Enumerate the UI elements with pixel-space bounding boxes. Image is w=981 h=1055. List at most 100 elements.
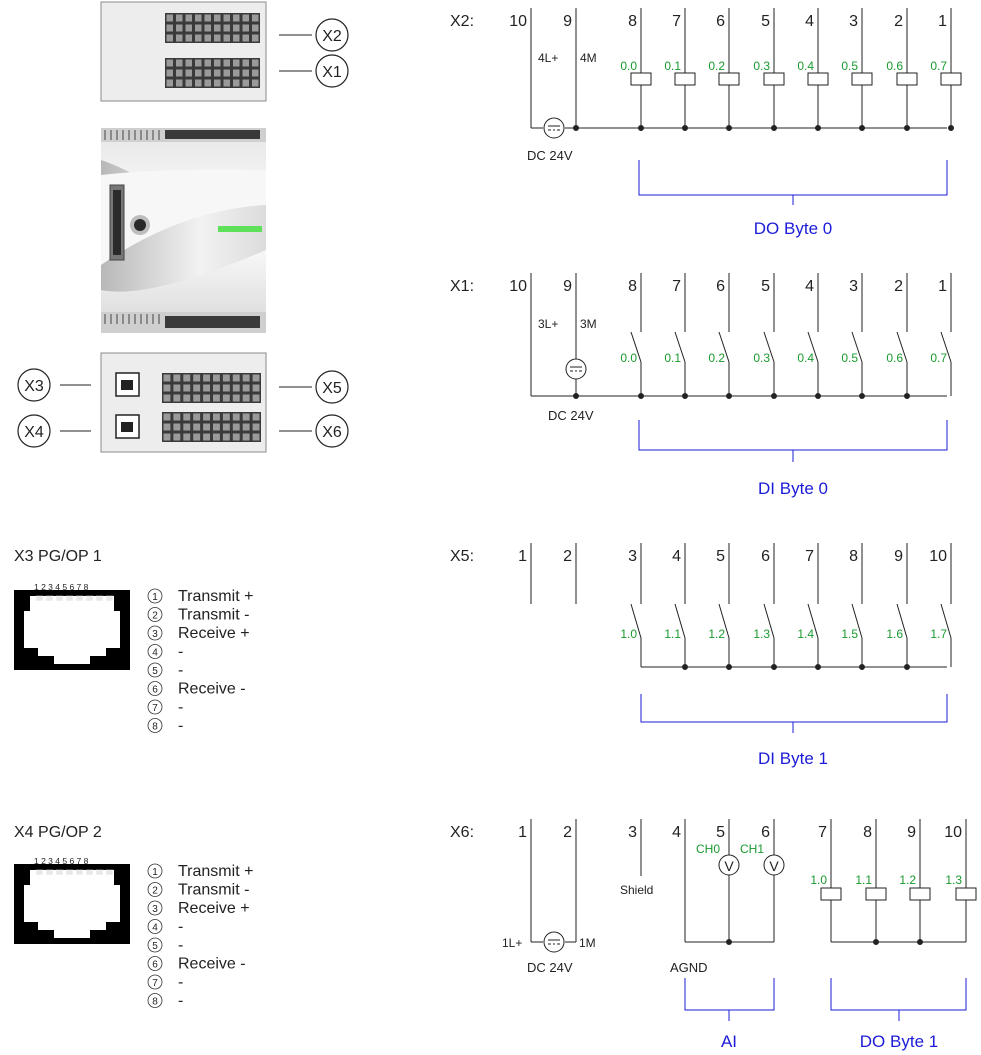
junction-dot bbox=[638, 125, 644, 131]
pin-label: Receive - bbox=[178, 681, 246, 698]
terminal-slot bbox=[252, 79, 259, 87]
terminal-slot bbox=[233, 69, 240, 77]
terminal-slot bbox=[252, 413, 260, 421]
pin-number-badge bbox=[147, 662, 163, 678]
terminal-slot bbox=[203, 413, 210, 421]
output-channel: 0.4 bbox=[797, 11, 829, 131]
junction-dot bbox=[682, 393, 688, 399]
terminal-slot bbox=[242, 59, 249, 67]
terminal-slot bbox=[185, 24, 192, 32]
terminal-slot bbox=[166, 69, 173, 77]
pin-number-badge bbox=[147, 882, 163, 897]
terminal-slot bbox=[232, 384, 240, 392]
channel-address: 1.1 bbox=[855, 873, 872, 887]
terminal-slot bbox=[242, 24, 249, 32]
load-icon bbox=[820, 887, 842, 901]
contact-slot bbox=[105, 595, 114, 602]
terminal-slot bbox=[223, 34, 230, 42]
vent-slot bbox=[116, 314, 118, 324]
terminal-slot bbox=[252, 59, 259, 67]
connector-label: X6: bbox=[450, 824, 474, 841]
input-channel: 1.5 bbox=[841, 547, 865, 670]
switch-contact bbox=[630, 603, 642, 639]
input-channel: 0.5 bbox=[841, 278, 865, 399]
junction-dot bbox=[904, 125, 910, 131]
vent-slot bbox=[152, 314, 154, 324]
pin-number: 4 bbox=[152, 648, 158, 659]
switch-contact bbox=[940, 603, 952, 639]
pin-row: 6 Receive - bbox=[147, 681, 246, 698]
terminal-slot bbox=[163, 384, 171, 392]
pin-number-badge bbox=[147, 625, 163, 641]
pin-label: Receive + bbox=[178, 900, 250, 917]
analog-group-label: AI bbox=[721, 1032, 737, 1051]
load-icon bbox=[896, 72, 918, 86]
vent-slot bbox=[140, 314, 142, 324]
pin-number: 2 bbox=[152, 886, 158, 897]
load-icon bbox=[909, 887, 931, 901]
terminal-slot bbox=[252, 14, 259, 22]
terminal-slot bbox=[176, 34, 183, 42]
channel-address: 0.7 bbox=[930, 59, 947, 73]
terminal-slot bbox=[214, 79, 221, 87]
terminal-slot bbox=[183, 423, 191, 431]
junction-dot bbox=[948, 125, 954, 131]
terminal-slot bbox=[204, 24, 211, 32]
terminal-slot bbox=[213, 413, 220, 421]
terminal-slot bbox=[193, 374, 201, 382]
terminal-slot bbox=[204, 59, 211, 67]
terminal-slot bbox=[242, 413, 250, 421]
svg-text:V: V bbox=[724, 858, 734, 874]
terminal-slot bbox=[173, 384, 181, 392]
pin-number: 5 bbox=[716, 824, 725, 841]
pin-label: - bbox=[178, 993, 183, 1010]
pin-number: 4 bbox=[672, 824, 681, 841]
output-channel: 0.2 bbox=[708, 11, 740, 131]
contact-slot bbox=[45, 595, 54, 602]
pin-number: 6 bbox=[716, 278, 725, 295]
pin-number-badge bbox=[147, 644, 163, 659]
junction-dot bbox=[638, 393, 644, 399]
pin-number: 10 bbox=[929, 548, 947, 565]
terminal-slot bbox=[195, 59, 202, 67]
pin-number-badge bbox=[147, 993, 163, 1008]
pin-number: 4 bbox=[152, 923, 158, 934]
terminal-slot bbox=[163, 413, 171, 421]
terminal-slot bbox=[173, 433, 181, 441]
switch-contact bbox=[807, 331, 819, 363]
switch-contact bbox=[940, 331, 952, 363]
switch-contact bbox=[674, 603, 686, 639]
output-channel: 0.5 bbox=[841, 11, 873, 131]
pin-number: 6 bbox=[152, 960, 158, 971]
pin-number: 8 bbox=[628, 13, 637, 30]
junction-dot bbox=[859, 393, 865, 399]
switch-contact bbox=[718, 331, 730, 363]
junction-dot bbox=[873, 939, 879, 945]
terminal-slot bbox=[242, 14, 249, 22]
terminal-slot bbox=[183, 384, 191, 392]
terminal-slot bbox=[232, 413, 240, 421]
terminal-slot bbox=[252, 374, 260, 382]
dc-supply-icon bbox=[565, 358, 587, 380]
pin-number: 4 bbox=[805, 278, 814, 295]
pin-number-badge bbox=[147, 699, 163, 715]
terminal-slot bbox=[232, 374, 240, 382]
callout-x3: X3 bbox=[17, 368, 51, 402]
callout-x1: X1 bbox=[315, 54, 349, 88]
supply-minus-label: 1M bbox=[579, 936, 596, 950]
terminal-slot bbox=[252, 69, 259, 77]
pin-number: 1 bbox=[152, 592, 158, 603]
pin-number-badge bbox=[147, 863, 163, 879]
load-icon bbox=[718, 72, 740, 86]
terminal-slot bbox=[203, 433, 210, 441]
terminal-slot bbox=[242, 79, 249, 87]
pin-number: 6 bbox=[152, 685, 158, 696]
terminal-slot bbox=[173, 413, 181, 421]
port-title: X4 PG/OP 2 bbox=[14, 824, 102, 841]
svg-text:V: V bbox=[769, 858, 779, 874]
switch-contact bbox=[851, 603, 863, 639]
switch-contact bbox=[807, 603, 819, 639]
